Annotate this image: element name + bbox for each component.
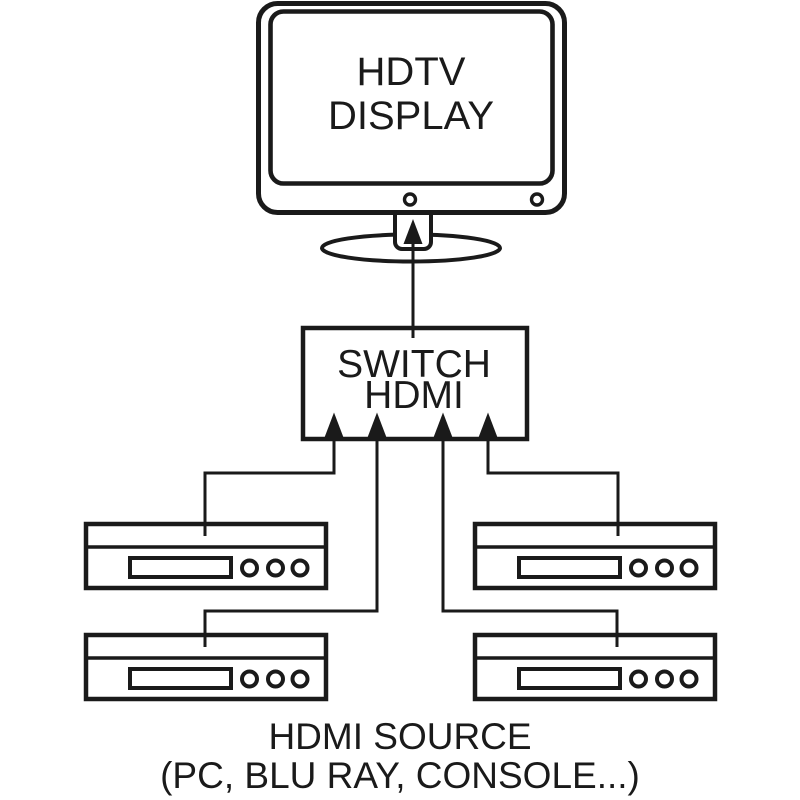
hdtv-display: HDTV DISPLAY bbox=[256, 1, 567, 264]
hdmi-source-device-2 bbox=[475, 524, 715, 588]
cable-source4-to-switch bbox=[433, 412, 619, 647]
cables bbox=[203, 219, 620, 647]
caption-line1: HDMI SOURCE bbox=[268, 716, 531, 757]
switch-label-line1: SWITCH bbox=[337, 343, 491, 386]
display-label-line2: DISPLAY bbox=[328, 94, 494, 138]
cable-switch-to-display bbox=[403, 219, 423, 338]
cable-source3-to-switch bbox=[203, 412, 387, 647]
cable-source1-to-switch bbox=[203, 412, 344, 536]
indicator-led-icon bbox=[402, 192, 418, 207]
caption-line2: (PC, BLU RAY, CONSOLE...) bbox=[160, 755, 640, 796]
power-led-icon bbox=[529, 192, 545, 207]
display-label-line1: HDTV bbox=[357, 50, 466, 94]
cable-source2-to-switch bbox=[478, 412, 620, 536]
source-caption: HDMI SOURCE (PC, BLU RAY, CONSOLE...) bbox=[160, 716, 640, 796]
monitor-screen bbox=[268, 9, 555, 186]
hdmi-source-device-4 bbox=[475, 635, 715, 699]
switch-label-line2: HDMI bbox=[364, 374, 464, 417]
